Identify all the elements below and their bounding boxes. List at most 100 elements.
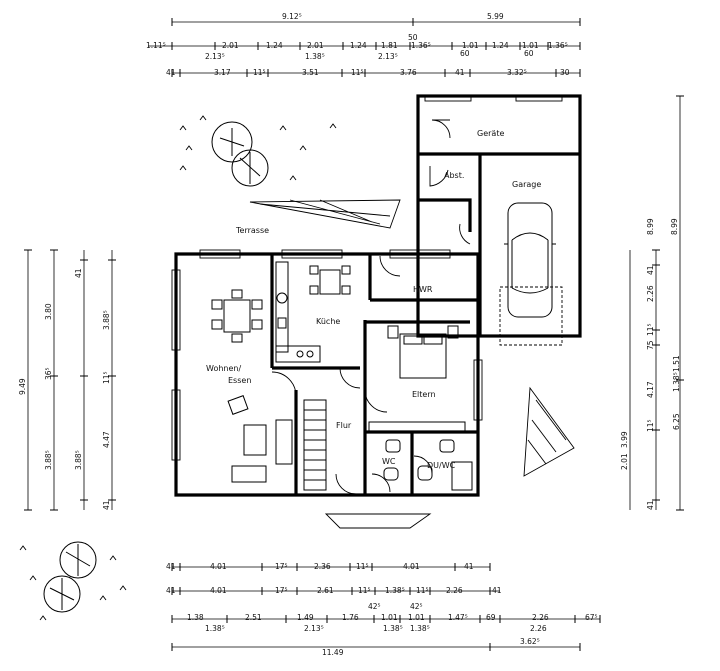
dim-top-r2-sub-1: 1.38⁵ bbox=[305, 52, 325, 61]
room-label-wohnen-line1: Wohnen/ bbox=[206, 364, 241, 373]
dim-bot-r2-8: 41 bbox=[492, 586, 502, 595]
dim-right-total-b: 8.99 bbox=[646, 218, 655, 235]
dim-top-r2-5: 1.81 bbox=[381, 41, 398, 50]
room-label-abst: Abst. bbox=[444, 171, 464, 180]
dim-bot-r3-6: 1.47⁵ bbox=[448, 613, 468, 622]
dim-bot-r1-1: 4.01 bbox=[210, 562, 227, 571]
dim-bot-r3-9: 67⁵ bbox=[585, 613, 598, 622]
dim-bot-r1-4: 11⁵ bbox=[356, 562, 369, 571]
dim-top-r3-1: 3.17 bbox=[214, 68, 231, 77]
dim-right-wall-b: 11⁵ bbox=[646, 323, 655, 336]
dim-bot-r2-3: 2.61 bbox=[317, 586, 334, 595]
dim-bot-r3-7: 69 bbox=[486, 613, 496, 622]
garage-structure bbox=[416, 94, 582, 346]
dim-top-r2-sub-3: 60 bbox=[460, 49, 470, 58]
geraete-door bbox=[431, 119, 451, 139]
dim-top-r3-3: 3.51 bbox=[302, 68, 319, 77]
dim-bot-r2-0: 41 bbox=[166, 586, 176, 595]
dim-top-r3-5: 3.76 bbox=[400, 68, 417, 77]
bottom-dimension-lines: 41 4.01 17⁵ 2.36 11⁵ 4.01 41 41 4.01 17⁵… bbox=[166, 562, 601, 657]
dim-top-r2-0: 1.11⁵ bbox=[146, 41, 166, 50]
interior-doors bbox=[271, 255, 433, 495]
dim-right-house: 6.25 bbox=[672, 413, 681, 430]
dim-right-wall-d: 11⁵ bbox=[646, 419, 655, 432]
tree-bottom-left bbox=[43, 541, 97, 613]
dim-left-wall-mid: 11⁵ bbox=[102, 371, 111, 384]
dim-top-r2-sub-2: 2.13⁵ bbox=[378, 52, 398, 61]
living-furniture bbox=[227, 395, 293, 483]
room-label-hwr: HWR bbox=[413, 285, 433, 294]
dim-left-upper: 3.80 bbox=[44, 303, 53, 320]
dining-set bbox=[211, 289, 263, 343]
dim-bot-r1-2: 17⁵ bbox=[275, 562, 288, 571]
dim-left-room-lower: 4.47 bbox=[102, 431, 111, 448]
dim-top-r3-8: 30 bbox=[560, 68, 570, 77]
room-label-du-wc: DU/WC bbox=[427, 461, 456, 470]
dim-bot-r3-top-1: 42⁵ bbox=[410, 602, 423, 611]
dim-left-wall-top: 41 bbox=[74, 268, 83, 278]
dim-top-r3-7: 3.32⁵ bbox=[507, 68, 527, 77]
dim-top-total-garage: 5.99 bbox=[487, 12, 504, 21]
abst-inner-door bbox=[429, 166, 449, 187]
abst-door bbox=[459, 223, 471, 245]
dim-right-eltern: 4.17 bbox=[646, 381, 655, 398]
dim-top-r2-6: 1.36⁵ bbox=[411, 41, 431, 50]
path-hatch bbox=[324, 513, 432, 529]
room-label-wc: WC bbox=[382, 457, 396, 466]
dim-bot-r1-3: 2.36 bbox=[314, 562, 331, 571]
room-label-garage: Garage bbox=[512, 180, 541, 189]
dim-top-r2-10: 1.36⁵ bbox=[548, 41, 568, 50]
kitchen-counter bbox=[275, 261, 321, 363]
dim-top-r2-9: 1.01 bbox=[522, 41, 539, 50]
dim-bot-total-house: 11.49 bbox=[322, 648, 344, 657]
dim-right-wall-top: 41 bbox=[646, 265, 655, 275]
dim-top-r2-2: 1.24 bbox=[266, 41, 283, 50]
dim-bot-r2-5: 1.38⁵ bbox=[385, 586, 405, 595]
dim-bot-r1-5: 4.01 bbox=[403, 562, 420, 571]
dim-bot-r3-4: 1.01 bbox=[381, 613, 398, 622]
dim-right-bath: 2.01 bbox=[620, 453, 629, 470]
dim-left-room-upper: 3.88⁵ bbox=[102, 310, 111, 330]
dim-bot-r2-6: 11⁵ bbox=[416, 586, 429, 595]
kitchen-table bbox=[309, 265, 351, 295]
dim-right-wall-bottom: 41 bbox=[646, 500, 655, 510]
dim-bot-r3-sub-4: 2.26 bbox=[530, 624, 547, 633]
grass-marks bbox=[19, 115, 337, 621]
dim-bot-r2-1: 4.01 bbox=[210, 586, 227, 595]
room-label-kueche: Küche bbox=[316, 317, 340, 326]
dim-bot-r3-sub-0: 1.38⁵ bbox=[205, 624, 225, 633]
dim-right-total: 8.99 bbox=[670, 218, 679, 235]
dim-left-total: 9.49 bbox=[18, 378, 27, 395]
dim-bot-r1-0: 41 bbox=[166, 562, 176, 571]
windows bbox=[171, 95, 563, 461]
bed bbox=[387, 325, 459, 379]
dim-bot-r3-5: 1.01 bbox=[408, 613, 425, 622]
room-labels: Geräte Garage Abst. Terrasse HWR Küche W… bbox=[206, 129, 541, 470]
dim-left-lower-b: 3.88⁵ bbox=[74, 450, 83, 470]
dim-bot-r1-6: 41 bbox=[464, 562, 474, 571]
room-label-eltern: Eltern bbox=[412, 390, 436, 399]
dim-bot-r2-4: 11⁵ bbox=[358, 586, 371, 595]
staircase bbox=[303, 399, 327, 491]
left-dimension-lines: 9.49 36⁵ 3.88⁵ 3.80 41 3.88⁵ 11⁵ 4.47 3.… bbox=[18, 249, 116, 511]
dim-left-wall-bottom: 41 bbox=[102, 500, 111, 510]
dim-top-r2-8: 1.24 bbox=[492, 41, 509, 50]
dim-bot-r3-sub-2: 1.38⁵ bbox=[383, 624, 403, 633]
dim-left-lower: 3.88⁵ bbox=[44, 450, 53, 470]
dim-top-r3-4: 11⁵ bbox=[351, 68, 364, 77]
slope-hatch bbox=[523, 386, 575, 477]
top-dimension-lines: 9.12⁵ 5.99 50 1.11⁵ 2.01 1.24 2.01 1.24 … bbox=[146, 12, 581, 77]
right-dimension-lines: 8.99 8.99 41 2.26 11⁵ 1.51 1.38⁵ 75 4.17… bbox=[620, 95, 684, 511]
room-label-geraete: Geräte bbox=[477, 129, 504, 138]
wardrobe bbox=[368, 421, 466, 433]
tree-top-left bbox=[211, 121, 269, 187]
house-walls bbox=[174, 252, 480, 497]
dim-bot-r3-top-0: 42⁵ bbox=[368, 602, 381, 611]
dim-top-r2-7: 1.01 bbox=[462, 41, 479, 50]
dim-top-r2-3: 2.01 bbox=[307, 41, 324, 50]
dim-top-total-house: 9.12⁵ bbox=[282, 12, 302, 21]
dim-bot-r3-0: 1.38 bbox=[187, 613, 204, 622]
dim-top-r2-4: 1.24 bbox=[350, 41, 367, 50]
dim-top-r2-1: 2.01 bbox=[222, 41, 239, 50]
